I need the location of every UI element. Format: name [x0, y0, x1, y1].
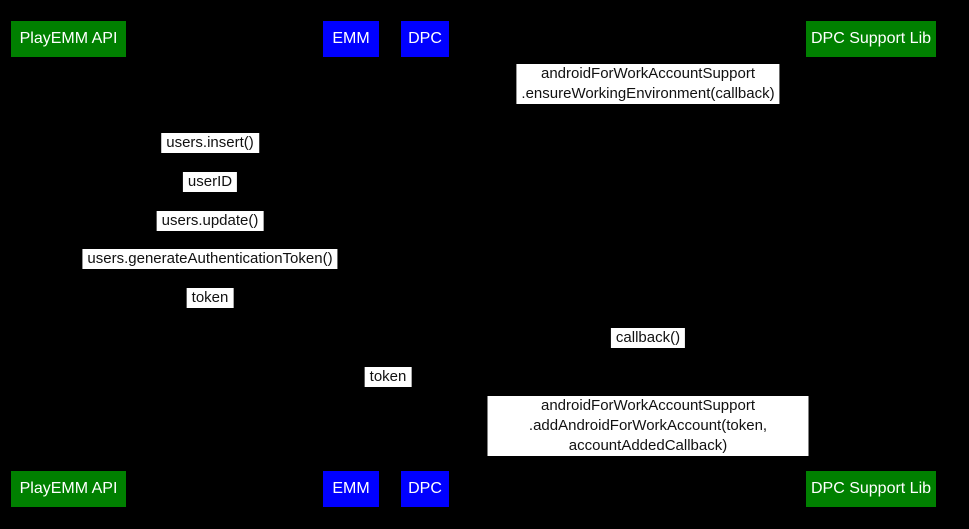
- actor-bottom-playemm-api: PlayEMM API: [11, 471, 126, 507]
- actor-top-playemm-api: PlayEMM API: [11, 21, 126, 57]
- actor-top-emm: EMM: [323, 21, 379, 57]
- actor-top-dpc: DPC: [401, 21, 449, 57]
- message-add-android-for-work-account: androidForWorkAccountSupport .addAndroid…: [487, 396, 809, 456]
- message-token-to-emm: token: [186, 288, 234, 308]
- message-callback: callback(): [610, 328, 686, 348]
- message-token-to-dpc: token: [364, 367, 412, 387]
- message-users-insert: users.insert(): [161, 133, 259, 153]
- message-ensure-working-environment: androidForWorkAccountSupport .ensureWork…: [516, 64, 780, 104]
- actor-top-dpc-support-lib: DPC Support Lib: [806, 21, 936, 57]
- message-user-id: userID: [182, 172, 238, 192]
- message-generate-authentication-token: users.generateAuthenticationToken(): [82, 249, 338, 269]
- actor-bottom-dpc-support-lib: DPC Support Lib: [806, 471, 936, 507]
- actor-bottom-dpc: DPC: [401, 471, 449, 507]
- actor-bottom-emm: EMM: [323, 471, 379, 507]
- message-users-update: users.update(): [156, 211, 264, 231]
